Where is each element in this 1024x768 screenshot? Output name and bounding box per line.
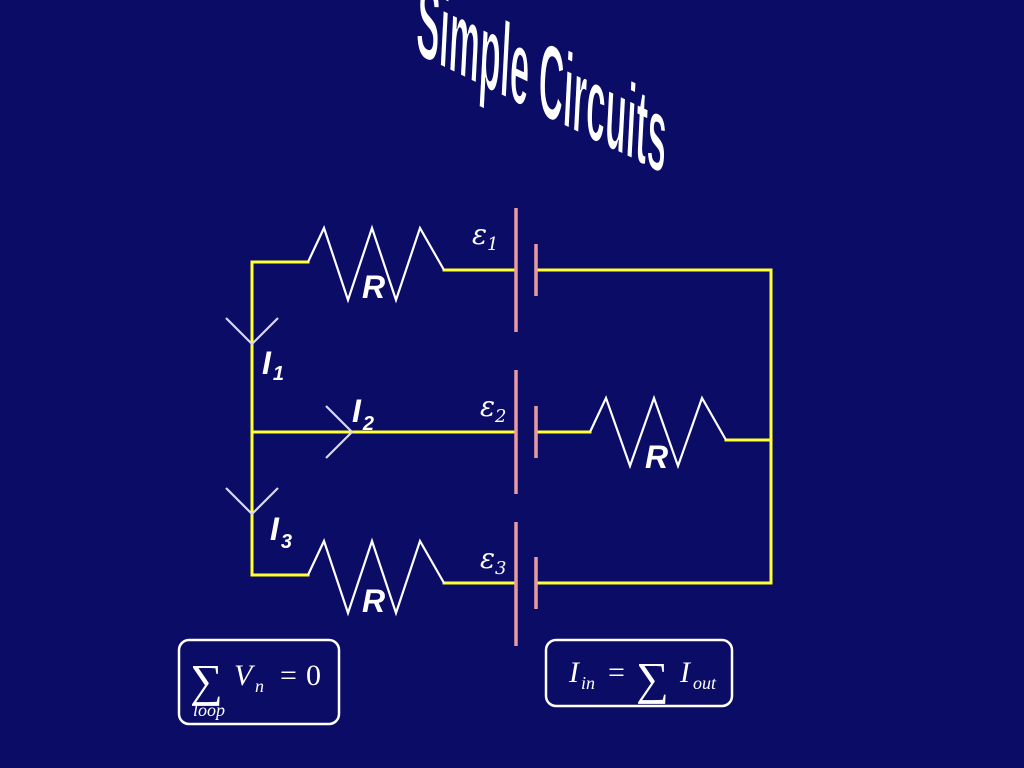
arrow-right-icon [325,405,354,459]
junction-rule-lhs-subscript: in [581,673,595,693]
junction-rule-box: I in = ∑ I out [544,638,734,708]
junction-rule-equals: = [608,656,625,689]
emf-labels: ε1 ε2 ε3 [472,218,506,579]
loop-rule-variable: V [234,659,256,692]
slide-title: Simple Circuits [414,0,670,197]
resistor-middle [589,394,727,470]
arrow-down-icon [225,487,279,516]
arrow-down-icon [225,317,279,346]
junction-rule-rhs-subscript: out [693,673,717,693]
junction-rule-sum: ∑ [636,653,669,704]
loop-rule-subscript: n [255,676,264,696]
batteries [514,208,538,646]
current-arrows [225,317,354,516]
emf-label-2: ε2 [480,390,506,427]
loop-rule-frame [177,638,341,726]
loop-rule-under: loop [193,700,225,720]
wires [250,260,773,585]
resistor-label-bottom: R [362,583,385,619]
loop-rule-equals: = [280,659,297,692]
junction-rule-rhs: I [679,656,692,689]
resistor-bottom [307,537,445,617]
loop-rule-sum: ∑ [190,655,223,706]
resistor-label-middle: R [645,439,668,475]
resistors [307,224,727,617]
loop-rule-box: ∑ V n = 0 loop [177,638,341,726]
junction-rule-lhs: I [568,656,581,689]
emf-label-1: ε1 [472,218,498,255]
loop-rule-value: 0 [306,659,321,692]
emf-label-3: ε3 [480,542,506,579]
resistor-labels: R R R [362,269,668,619]
resistor-label-top: R [362,269,385,305]
resistor-top [307,224,445,304]
title-group: Simple Circuits [413,0,670,198]
junction-rule-frame [544,638,734,708]
